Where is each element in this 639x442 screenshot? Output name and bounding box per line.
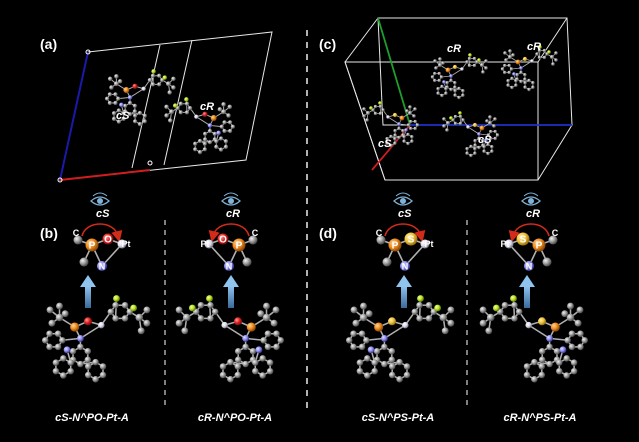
atom-label-p: P — [236, 241, 243, 252]
atom-label-n: N — [99, 262, 106, 272]
atom-label-pt: Pt — [122, 239, 131, 249]
panel-c-tag-4: cS — [478, 134, 492, 146]
panel-label-c: (c) — [319, 36, 336, 52]
panel-b-view-left: cS — [96, 208, 110, 220]
atom-label-c: C — [552, 228, 559, 238]
motif-cr-ps: CPS PtN — [501, 223, 559, 272]
up-arrow-icon — [519, 275, 535, 308]
up-arrow-icon — [80, 275, 96, 308]
crystal-molecule-cs — [104, 69, 176, 127]
caption-d-right: cR-N^PS-Pt-A — [503, 412, 576, 424]
rotation-arrow-icon — [508, 223, 550, 243]
crystal-molecule-3 — [362, 101, 420, 148]
atom-label-c: C — [376, 228, 383, 238]
crystal-molecule-4 — [442, 111, 500, 158]
crystal-molecule-1 — [430, 53, 488, 100]
rotation-arrow-icon — [384, 223, 426, 243]
atom-label-p: P — [392, 241, 399, 252]
molecule-cr-po — [175, 295, 284, 383]
atom-label-c: C — [73, 228, 80, 238]
crystal-molecule-2 — [500, 45, 558, 92]
panel-c-tag-2: cR — [527, 41, 541, 53]
panel-d-view-right: cR — [526, 208, 540, 220]
motif-cs-po: CPO PtN — [73, 223, 131, 272]
caption-b-left: cS-N^PO-Pt-A — [55, 412, 129, 424]
panel-c-molecules — [362, 45, 558, 158]
panel-c-tag-3: cS — [378, 138, 392, 150]
panel-a-cs-label: cS — [116, 110, 130, 122]
panel-label-a: (a) — [40, 36, 57, 52]
up-arrow-icon — [223, 275, 239, 308]
panel-a-cr-label: cR — [200, 101, 214, 113]
panel-a-unit-cell — [57, 31, 273, 183]
eye-icon — [393, 192, 413, 206]
atom-label-pt: Pt — [501, 239, 510, 249]
atom-label-s: S — [520, 235, 527, 246]
motif-cr-po: CPO PtN — [201, 223, 259, 272]
rotation-arrow-icon — [208, 223, 250, 243]
rotation-arrow-icon — [81, 223, 123, 243]
atom-label-n: N — [402, 262, 409, 272]
atom-label-o: O — [104, 235, 112, 246]
atom-label-p: P — [89, 241, 96, 252]
panel-b-view-right: cR — [226, 208, 240, 220]
motif-cs-ps: CPS PtN — [376, 223, 434, 272]
molecule-cr-ps — [479, 295, 588, 383]
atom-label-n: N — [226, 262, 233, 272]
eye-icon — [521, 192, 541, 206]
atom-label-o: O — [219, 235, 227, 246]
atom-label-pt: Pt — [201, 239, 210, 249]
panel-d-view-left: cS — [398, 208, 412, 220]
panel-c-unit-cell — [344, 17, 573, 181]
atom-label-s: S — [408, 235, 415, 246]
eye-icon — [90, 192, 110, 206]
atom-label-c: C — [252, 228, 259, 238]
panel-label-b: (b) — [40, 225, 58, 241]
up-arrow-icon — [396, 275, 412, 308]
panel-c-tag-1: cR — [447, 43, 461, 55]
caption-b-right: cR-N^PO-Pt-A — [198, 412, 272, 424]
crystal-molecule-cr — [164, 97, 236, 155]
atom-label-p: P — [536, 241, 543, 252]
molecule-cs-po — [42, 295, 151, 383]
atom-label-n: N — [526, 262, 533, 272]
molecule-cs-ps — [346, 295, 455, 383]
caption-d-left: cS-N^PS-Pt-A — [362, 412, 434, 424]
panel-label-d: (d) — [319, 225, 337, 241]
panel-a-molecules — [104, 69, 236, 155]
eye-icon — [221, 192, 241, 206]
atom-label-pt: Pt — [425, 239, 434, 249]
